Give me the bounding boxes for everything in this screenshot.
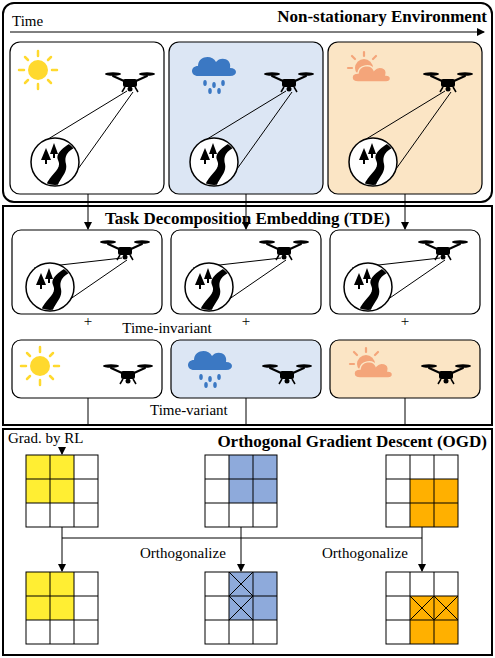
row-label: Time-variant [150, 402, 228, 419]
plus-sign: + [84, 313, 92, 330]
plus-sign: + [401, 313, 409, 330]
section-band: Non-stationary Environment [2, 2, 493, 203]
step-label: Orthogonalize [140, 545, 226, 562]
plus-sign: + [242, 313, 250, 330]
axis-label: Time [12, 13, 43, 30]
section-title: Non-stationary Environment [277, 7, 487, 27]
row-label: Time-invariant [122, 320, 211, 337]
section-band: Orthogonal Gradient Descent (OGD) [2, 428, 493, 656]
section-title: Task Decomposition Embedding (TDE) [105, 209, 390, 229]
section-title: Orthogonal Gradient Descent (OGD) [217, 432, 487, 452]
step-label: Orthogonalize [322, 545, 408, 562]
gradient-label: Grad. by RL [8, 430, 83, 447]
